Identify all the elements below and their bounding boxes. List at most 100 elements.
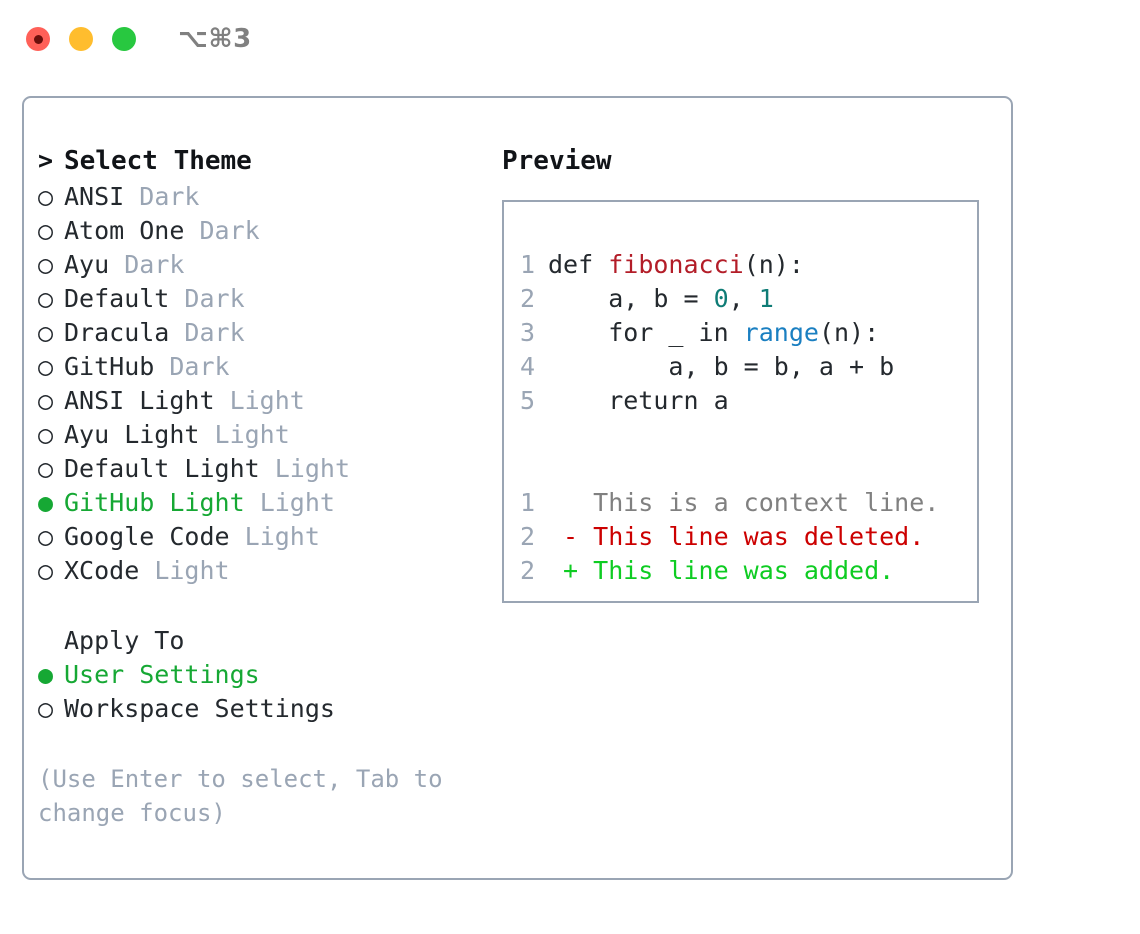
theme-item-default-light[interactable]: ○ Default Light Light [38,454,493,488]
theme-item-xcode-light[interactable]: ○ XCode Light [38,556,493,590]
code-segment: a, b = [548,284,714,313]
section-spacer [38,590,493,626]
theme-item-variant-text: Dark [139,182,200,211]
theme-item-label: XCode [64,556,140,585]
code-line: 1 def fibonacci (n): [520,250,977,284]
theme-item-label: Default [64,284,170,313]
code-segment-number: 0 [713,284,729,313]
line-number: 5 [520,386,536,415]
radio-unselected-icon[interactable]: ○ [38,182,54,211]
code-segment: for _ in [548,318,744,347]
diff-text: + This line was added. [548,556,895,585]
theme-item-label: Google Code [64,522,230,551]
close-button[interactable] [26,27,50,51]
code-preview-box: 1 def fibonacci (n): 2 a, b = 0 , 1 3 [502,200,979,603]
line-number: 2 [520,556,536,585]
radio-unselected-icon[interactable]: ○ [38,420,54,449]
code-line: 4 a, b = b, a + b [520,352,977,386]
line-number: 3 [520,318,536,347]
diff-text: - This line was deleted. [548,522,925,551]
radio-selected-icon[interactable]: ● [38,488,54,517]
radio-unselected-icon[interactable]: ○ [38,250,54,279]
theme-item-label: Default Light [64,454,260,483]
theme-item-label: Ayu Light [64,420,200,449]
code-segment: , [728,284,759,313]
apply-to-heading: ○ Apply To [38,626,493,660]
theme-item-ansi-dark[interactable]: ○ ANSI Dark [38,182,493,216]
theme-item-variant-text: Dark [199,216,260,245]
apply-to-title: Apply To [64,626,185,655]
theme-item-label: Ayu [64,250,110,279]
theme-item-variant-text: Light [274,454,350,483]
theme-item-default-dark[interactable]: ○ Default Dark [38,284,493,318]
theme-item-variant [109,250,124,279]
theme-item-label: GitHub Light [64,488,245,517]
radio-unselected-icon[interactable]: ○ [38,522,54,551]
theme-item-label: ANSI Light [64,386,215,415]
spacer-icon: ○ [38,626,64,655]
theme-item-variant-text: Light [229,386,305,415]
theme-item-variant-text: Dark [184,318,245,347]
theme-item-variant-text: Light [244,522,320,551]
keyboard-hint-text: (Use Enter to select, Tab to change focu… [38,765,458,827]
code-line: 3 for _ in range (n): [520,318,977,352]
radio-unselected-icon[interactable]: ○ [38,216,54,245]
radio-unselected-icon[interactable]: ○ [38,318,54,347]
code-segment-number: 1 [758,284,774,313]
window-controls [26,27,136,51]
theme-item-variant-text: Dark [169,352,230,381]
theme-item-label: Atom One [64,216,185,245]
radio-selected-icon[interactable]: ● [38,660,54,689]
line-number: 1 [520,488,536,517]
theme-item-variant [184,216,199,245]
theme-item-dracula-dark[interactable]: ○ Dracula Dark [38,318,493,352]
minimize-button[interactable] [69,27,93,51]
radio-unselected-icon[interactable]: ○ [38,352,54,381]
radio-unselected-icon[interactable]: ○ [38,556,54,585]
line-number: 2 [520,284,536,313]
theme-item-ansi-light[interactable]: ○ ANSI Light Light [38,386,493,420]
theme-item-variant [245,488,260,517]
theme-item-ayu-dark[interactable]: ○ Ayu Dark [38,250,493,284]
theme-item-github-light[interactable]: ● GitHub Light Light [38,488,493,522]
radio-unselected-icon[interactable]: ○ [38,284,54,313]
theme-item-ayu-light[interactable]: ○ Ayu Light Light [38,420,493,454]
theme-item-variant [154,352,169,381]
theme-item-atom-one-dark[interactable]: ○ Atom One Dark [38,216,493,250]
theme-item-google-code-light[interactable]: ○ Google Code Light [38,522,493,556]
title-bar: ⌥⌘3 [0,0,1140,78]
radio-unselected-icon[interactable]: ○ [38,386,54,415]
close-icon [33,34,43,44]
code-spacer [520,454,977,488]
code-segment: a, b = b, a + b [548,352,895,381]
theme-item-variant-text: Dark [124,250,185,279]
content-panel: > Select Theme ○ ANSI Dark ○ Atom One Da… [22,96,1013,880]
theme-list-header: > Select Theme [38,146,493,182]
theme-item-variant [260,454,275,483]
theme-item-variant [169,284,184,313]
apply-to-workspace-settings[interactable]: ○ Workspace Settings [38,694,493,728]
maximize-button[interactable] [112,27,136,51]
code-segment: (n): [818,318,880,347]
theme-item-variant [124,182,139,211]
code-segment-builtin: range [743,318,819,347]
apply-to-item-label: User Settings [64,660,260,689]
diff-line-added: 2 + This line was added. [520,556,977,590]
preview-title: Preview [502,146,612,176]
code-spacer [520,420,977,454]
radio-unselected-icon[interactable]: ○ [38,454,54,483]
theme-item-variant [215,386,230,415]
preview-pane: Preview 1 def fibonacci (n): 2 a, b = 0 … [502,146,1002,603]
apply-to-user-settings[interactable]: ● User Settings [38,660,493,694]
code-line: 2 a, b = 0 , 1 [520,284,977,318]
radio-unselected-icon[interactable]: ○ [38,694,54,723]
apply-to-item-label: Workspace Settings [64,694,335,723]
theme-item-variant-text: Light [154,556,230,585]
prompt-caret-icon: > [38,146,54,175]
theme-item-variant [169,318,184,347]
theme-item-github-dark[interactable]: ○ GitHub Dark [38,352,493,386]
diff-text: This is a context line. [548,488,940,517]
line-number: 4 [520,352,536,381]
theme-selector: > Select Theme ○ ANSI Dark ○ Atom One Da… [38,146,493,728]
